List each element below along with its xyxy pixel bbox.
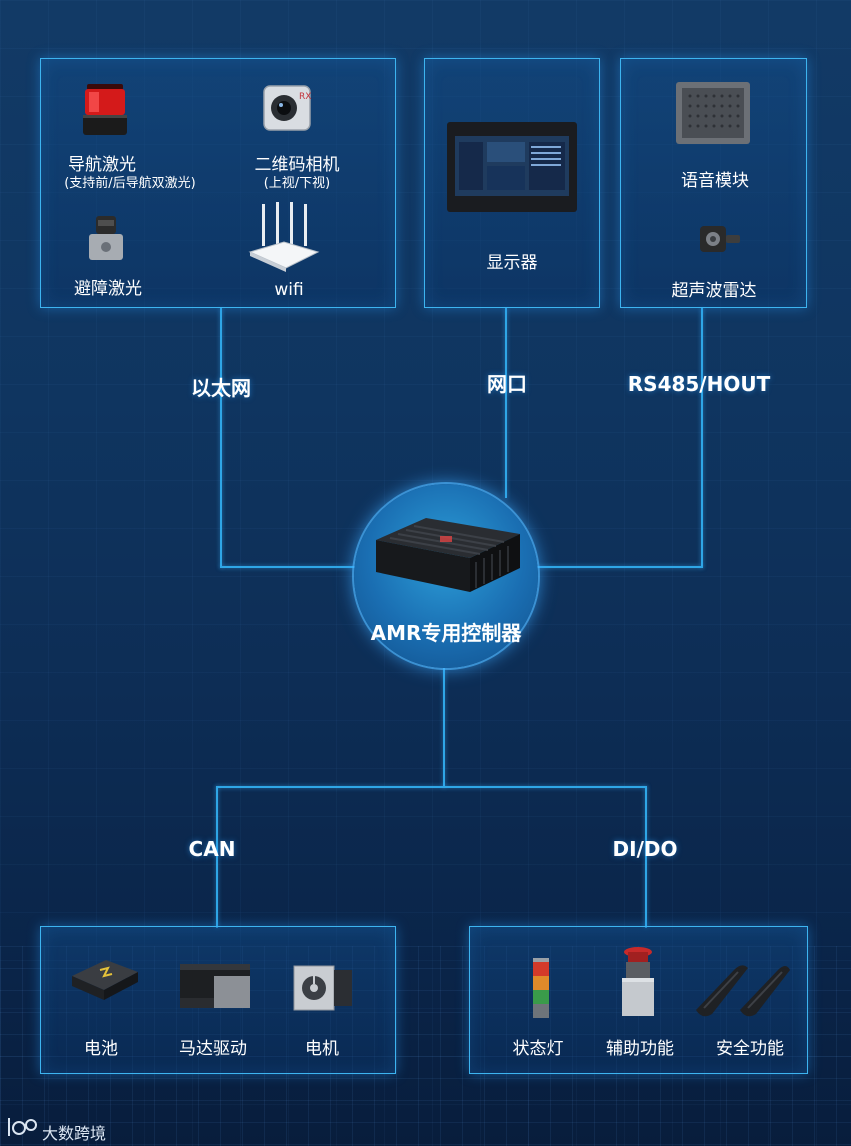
label-qr-camera: 二维码相机 <box>254 155 340 175</box>
wire-ethernet-vertical <box>220 308 222 568</box>
camera-icon: RX <box>263 85 311 131</box>
wire-dido-vertical <box>645 786 647 928</box>
panel-sensors <box>40 58 396 308</box>
monitor-icon <box>447 122 577 212</box>
label-voice-module: 语音模块 <box>681 171 749 191</box>
emergency-button-icon <box>622 947 654 1016</box>
stack-light-icon <box>533 958 549 1018</box>
conn-label-can: CAN <box>188 837 236 861</box>
label-battery: 电池 <box>84 1039 118 1059</box>
label-motor: 电机 <box>305 1039 339 1059</box>
svg-text:RX: RX <box>299 92 311 102</box>
hub-title: AMR专用控制器 <box>370 621 522 645</box>
wire-hub-down <box>443 668 445 788</box>
brand-logo-icon <box>8 1118 37 1136</box>
label-obstacle-laser: 避障激光 <box>74 279 142 299</box>
speaker-icon <box>676 82 750 144</box>
label-status-light: 状态灯 <box>512 1039 564 1059</box>
bumper-icon <box>696 965 790 1017</box>
label-ultrasonic-radar: 超声波雷达 <box>671 281 757 301</box>
wire-ethernet-horizontal <box>220 566 380 568</box>
ultrasonic-sensor-icon <box>700 226 740 252</box>
footer-logo-text: 大数跨境 <box>42 1124 107 1143</box>
motor-icon <box>293 965 352 1011</box>
wire-lan-vertical <box>505 308 507 498</box>
warning-beacon-icon <box>83 84 127 135</box>
wire-serial-horizontal <box>520 566 703 568</box>
label-wifi: wifi <box>274 280 304 300</box>
label-nav-laser: 导航激光 <box>68 155 136 175</box>
label-auxiliary-function: 辅助功能 <box>606 1039 674 1059</box>
conn-label-dido: DI/DO <box>612 837 678 861</box>
label-display: 显示器 <box>486 253 538 273</box>
wire-serial-vertical <box>701 308 703 568</box>
conn-label-lan-port: 网口 <box>487 372 527 396</box>
sublabel-nav-laser: (支持前/后导航双激光) <box>64 176 196 191</box>
sublabel-qr-camera: (上视/下视) <box>263 176 331 191</box>
wifi-router-icon <box>248 202 320 272</box>
conn-label-ethernet: 以太网 <box>191 376 251 400</box>
battery-icon <box>72 960 138 1000</box>
label-motor-driver: 马达驱动 <box>179 1039 247 1059</box>
lidar-icon <box>89 216 123 260</box>
wire-bottom-horizontal <box>216 786 647 788</box>
wire-can-vertical <box>216 786 218 928</box>
label-safety-function: 安全功能 <box>716 1039 784 1059</box>
motor-driver-icon <box>180 964 250 1008</box>
controller-box-icon <box>376 518 520 592</box>
conn-label-serial: RS485/HOUT <box>627 372 771 396</box>
background-floor <box>0 946 851 1146</box>
